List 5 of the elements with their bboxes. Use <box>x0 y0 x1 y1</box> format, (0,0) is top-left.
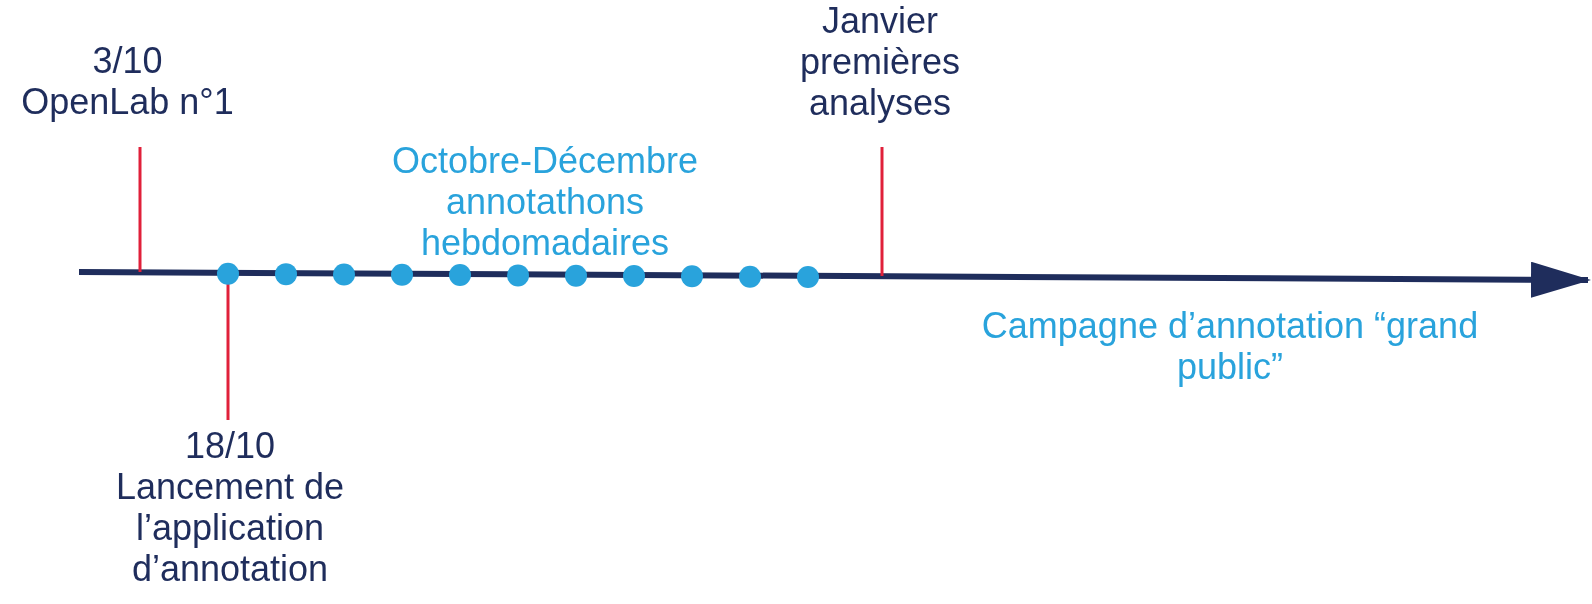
timeline-label: 18/10 Lancement de l’application d’annotation <box>114 425 346 589</box>
timeline-label: Campagne d’annotation “grand public” <box>980 305 1480 387</box>
timeline-label: Janvier premières analyses <box>798 0 962 123</box>
timeline-label: Octobre-Décembre annotathons hebdomadaires <box>390 140 700 263</box>
timeline-label: 3/10 OpenLab n°1 <box>20 40 235 122</box>
